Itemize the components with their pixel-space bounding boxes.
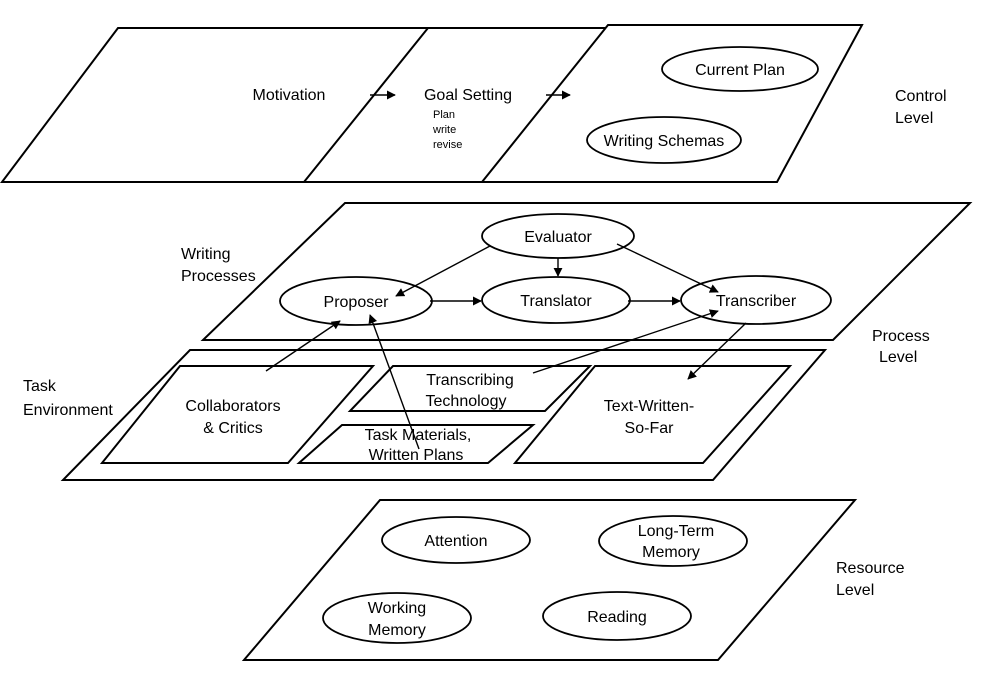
long-term-line1: Long-Term (638, 523, 714, 540)
control-level-line1: Control (895, 88, 947, 105)
control-level-line2: Level (895, 110, 933, 127)
transcribing-to-transcriber-arrow (532, 309, 719, 374)
text-written-panel (512, 365, 793, 464)
working-line2: Memory (368, 622, 426, 639)
writing-processes-line1: Writing (181, 246, 231, 263)
current-plan-ellipse (661, 46, 819, 92)
goal-plan-text: Plan (433, 109, 455, 121)
transcriber-to-text-written-arrow (687, 322, 747, 380)
resource-level-line1: Resource (836, 560, 905, 577)
reading-ellipse (542, 591, 692, 641)
current-plan-label: Current Plan (695, 62, 785, 79)
reading-label: Reading (587, 609, 647, 626)
proposer-label: Proposer (324, 294, 390, 311)
task-materials-line1: Task Materials, (365, 427, 472, 444)
evaluator-to-transcriber-arrow (616, 243, 719, 293)
writing-processes-line2: Processes (181, 268, 256, 285)
task-environment-line2: Environment (23, 402, 113, 419)
transcribing-technology-panel (347, 365, 593, 412)
writing-schemas-label: Writing Schemas (604, 133, 725, 150)
writing-schemas-ellipse (586, 116, 742, 164)
transcribing-line2: Technology (426, 393, 507, 410)
collaborators-line2: & Critics (203, 420, 263, 437)
goal-setting-label: Goal Setting (424, 87, 512, 104)
text-written-line1: Text-Written- (604, 398, 694, 415)
resource-level-line2: Level (836, 582, 874, 599)
collaborators-line1: Collaborators (185, 398, 280, 415)
resource-level-panel (241, 499, 858, 661)
transcriber-label: Transcriber (716, 293, 797, 310)
collaborators-to-proposer-arrow (265, 320, 341, 372)
translator-ellipse (481, 276, 631, 324)
attention-ellipse (381, 516, 531, 564)
task-environment-line1: Task (23, 378, 57, 395)
long-term-memory-ellipse (598, 515, 748, 567)
evaluator-to-proposer-arrow (395, 245, 491, 297)
working-line1: Working (368, 600, 426, 617)
collaborators-panel (99, 365, 376, 464)
text-written-line2: So-Far (625, 420, 675, 437)
process-level-line1: Process (872, 328, 930, 345)
task-materials-line2: Written Plans (369, 447, 464, 464)
translator-label: Translator (520, 293, 592, 310)
attention-label: Attention (424, 533, 487, 550)
transcribing-line1: Transcribing (426, 372, 513, 389)
task-materials-panel (296, 424, 536, 464)
goal-write-text: write (432, 124, 456, 136)
motivation-label: Motivation (253, 87, 326, 104)
process-level-line2: Level (879, 349, 917, 366)
long-term-line2: Memory (642, 544, 700, 561)
working-memory-ellipse (322, 592, 472, 644)
task-materials-to-proposer-arrow (368, 314, 420, 450)
evaluator-label: Evaluator (524, 229, 592, 246)
goal-revise-text: revise (433, 139, 462, 151)
